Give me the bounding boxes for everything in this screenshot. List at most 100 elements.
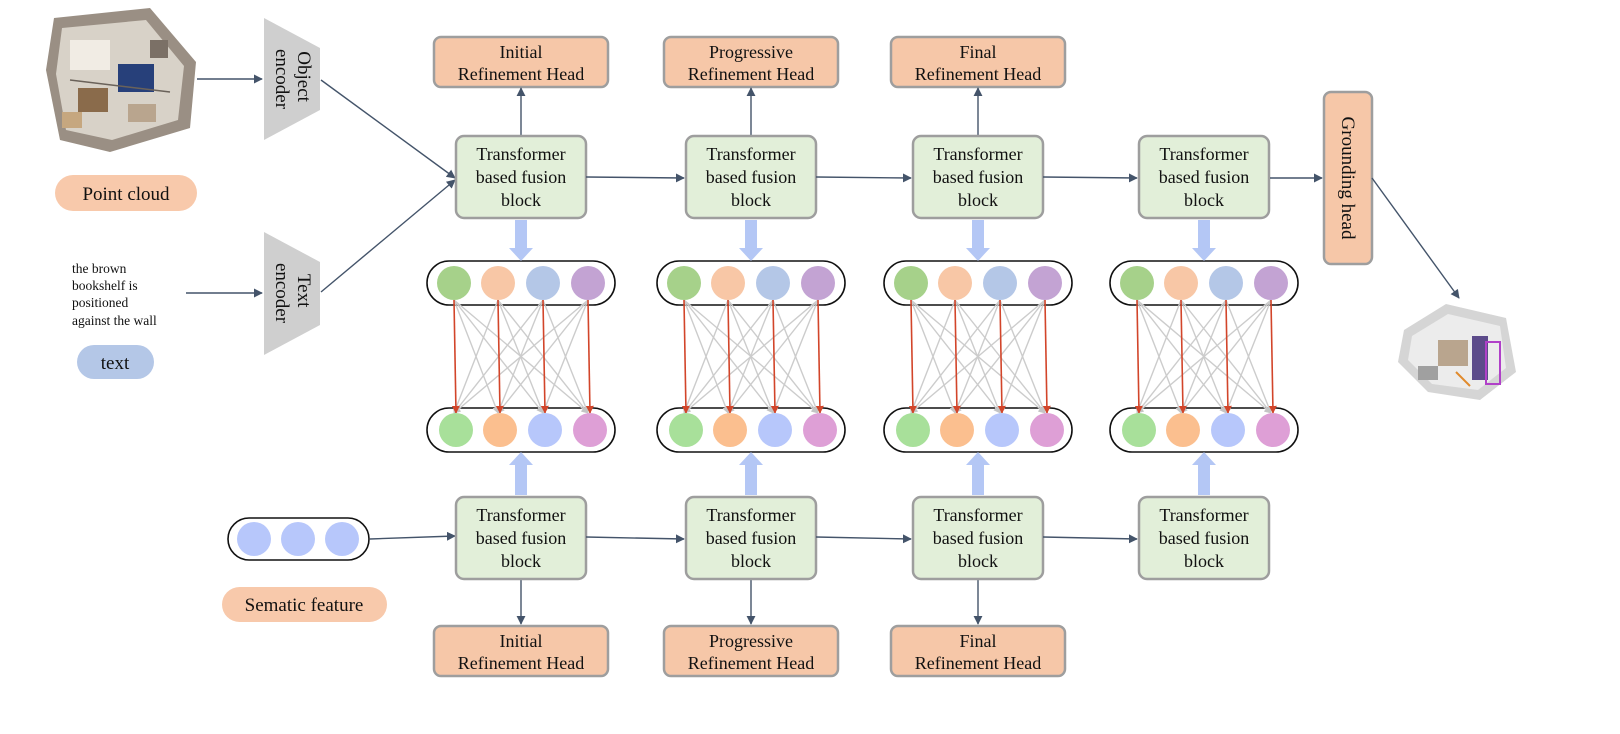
text-label: text (101, 353, 130, 374)
upper-node-3-purple (1028, 266, 1062, 300)
direct-link-2-2 (725, 299, 734, 414)
upper-node-3-green (894, 266, 928, 300)
sentence-line-1: the brown (72, 261, 127, 276)
cross-link-4-4-2 (1180, 299, 1272, 414)
object-encoder-label: Object encoder (271, 49, 314, 110)
direct-link-2-3 (770, 299, 779, 414)
cross-link-2-2-1 (683, 299, 729, 414)
arrow-top-block-2-to-3 (815, 173, 912, 183)
cross-link-2-4-2 (727, 299, 819, 414)
point-cloud-label-pill (55, 175, 197, 211)
upper-node-4-blue (1209, 266, 1243, 300)
lower-node-4-1 (1122, 413, 1156, 447)
point-cloud-scene-image (46, 8, 196, 152)
bottom-fusion-block-1 (454, 495, 588, 581)
arrow-top-block-1-to-2 (585, 173, 685, 183)
lower-node-1-2 (483, 413, 517, 447)
upper-node-1-blue (526, 266, 560, 300)
lower-node-2-1 (669, 413, 703, 447)
upper-node-4-purple (1254, 266, 1288, 300)
fat-arrow-top-block-to-tokens-4 (1192, 220, 1216, 261)
direct-link-3-1 (908, 299, 917, 414)
upper-node-1-orange (481, 266, 515, 300)
direct-link-3-3 (997, 299, 1006, 414)
upper-node-2-blue (756, 266, 790, 300)
upper-node-2-purple (801, 266, 835, 300)
cross-link-2-4-3 (772, 299, 819, 414)
upper-node-4-orange (1164, 266, 1198, 300)
semantic-feature-label: Sematic feature (245, 595, 364, 616)
arrow-bottom-block-2-to-3 (815, 534, 912, 544)
sentence-line-3: positioned (72, 295, 128, 310)
lower-node-4-3 (1211, 413, 1245, 447)
cross-link-1-2-1 (453, 299, 499, 414)
arrow-top-block-3-to-4 (1042, 173, 1138, 183)
lower-node-3-4 (1030, 413, 1064, 447)
direct-link-1-2 (495, 299, 504, 414)
direct-link-4-2 (1178, 299, 1187, 414)
direct-link-2-1 (681, 299, 690, 414)
bottom-fusion-block-2 (684, 495, 818, 581)
top-refinement-head-1 (432, 35, 610, 89)
bottom-fusion-block-3 (911, 495, 1045, 581)
direct-link-3-2 (952, 299, 961, 414)
upper-node-3-orange (938, 266, 972, 300)
cross-link-3-2-1 (910, 299, 956, 414)
top-refinement-head-3 (889, 35, 1067, 89)
lower-node-3-1 (896, 413, 930, 447)
upper-node-1-purple (571, 266, 605, 300)
direct-link-3-4 (1042, 299, 1051, 414)
semantic-node-3 (325, 522, 359, 556)
bottom-fusion-block-4 (1137, 495, 1271, 581)
direct-link-4-3 (1223, 299, 1232, 414)
arrow-object-encoder-to-fusion (320, 79, 456, 179)
lower-node-3-3 (985, 413, 1019, 447)
fat-arrow-top-block-to-tokens-2 (739, 220, 763, 261)
cross-link-1-4-3 (542, 299, 589, 414)
fat-arrow-top-block-to-tokens-1 (509, 220, 533, 261)
arrow-text-encoder-to-fusion (320, 179, 456, 293)
cross-link-2-4-1 (683, 299, 819, 414)
cross-link-3-4-2 (954, 299, 1046, 414)
lower-node-2-4 (803, 413, 837, 447)
direct-link-1-4 (585, 299, 594, 414)
upper-node-4-green (1120, 266, 1154, 300)
semantic-node-2 (281, 522, 315, 556)
object-encoder (264, 18, 320, 140)
top-refinement-head-2 (662, 35, 840, 89)
input-sentence: the brown bookshelf is positioned agains… (72, 261, 157, 328)
direct-link-4-4 (1268, 299, 1277, 414)
top-fusion-block-4 (1137, 134, 1271, 220)
sentence-line-2: bookshelf is (72, 278, 138, 293)
semantic-node-1 (237, 522, 271, 556)
bottom-refinement-head-3 (889, 624, 1067, 678)
point-cloud-label: Point cloud (82, 184, 170, 205)
arrow-grounding-to-result (1371, 177, 1460, 299)
text-encoder (264, 232, 320, 355)
semantic-feature-label-pill (222, 587, 387, 622)
grounded-result-scene-image (1398, 304, 1516, 400)
lower-node-4-2 (1166, 413, 1200, 447)
sentence-line-4: against the wall (72, 313, 157, 328)
cross-link-3-4-1 (910, 299, 1046, 414)
fat-arrow-bottom-block-to-tokens-4 (1192, 452, 1216, 495)
upper-node-1-green (437, 266, 471, 300)
arrow-bottom-block-3-to-4 (1042, 534, 1138, 544)
direct-link-1-1 (451, 299, 460, 414)
direct-link-2-4 (815, 299, 824, 414)
